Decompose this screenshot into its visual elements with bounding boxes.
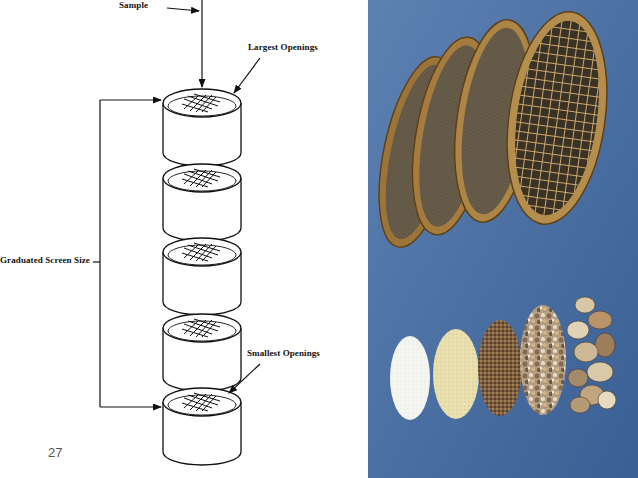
stone-pile bbox=[567, 297, 616, 413]
stone bbox=[567, 321, 589, 339]
callout-label: Smallest Openings bbox=[247, 349, 342, 359]
bracket-line bbox=[99, 100, 100, 407]
photo-sieve bbox=[495, 5, 620, 230]
sieve bbox=[163, 388, 241, 465]
stone bbox=[570, 397, 590, 413]
stone bbox=[598, 391, 616, 409]
stone bbox=[588, 311, 612, 329]
grit-pile bbox=[478, 320, 522, 416]
sieve-mesh bbox=[504, 15, 610, 220]
bracket-arrow bbox=[100, 99, 161, 100]
sieve-stack bbox=[163, 89, 241, 465]
sieve bbox=[163, 164, 241, 241]
stone bbox=[587, 362, 613, 382]
stone bbox=[575, 297, 595, 313]
photo bbox=[365, 0, 638, 478]
leader-lines bbox=[93, 0, 260, 407]
fine-powder-pile bbox=[390, 336, 430, 420]
leader-arrow bbox=[229, 364, 260, 393]
sieve-frame bbox=[495, 5, 620, 230]
bracket-arrow bbox=[100, 406, 161, 407]
bracket-tick bbox=[93, 261, 100, 262]
sieve bbox=[163, 314, 241, 391]
leader-arrow bbox=[234, 58, 260, 93]
callout-label: Graduated Screen Size bbox=[0, 256, 100, 266]
callout-label: Largest Openings bbox=[248, 43, 343, 53]
stone bbox=[568, 369, 588, 387]
sand-pile bbox=[433, 329, 479, 419]
sieve bbox=[163, 89, 241, 166]
gravel-pile bbox=[520, 305, 566, 415]
stone bbox=[574, 342, 598, 362]
sample-feed-arrow bbox=[201, 0, 202, 87]
sieve bbox=[163, 238, 241, 315]
callout-label: Sample bbox=[119, 1, 179, 11]
leader-arrow bbox=[167, 8, 199, 11]
page-number: 27 bbox=[48, 446, 88, 460]
